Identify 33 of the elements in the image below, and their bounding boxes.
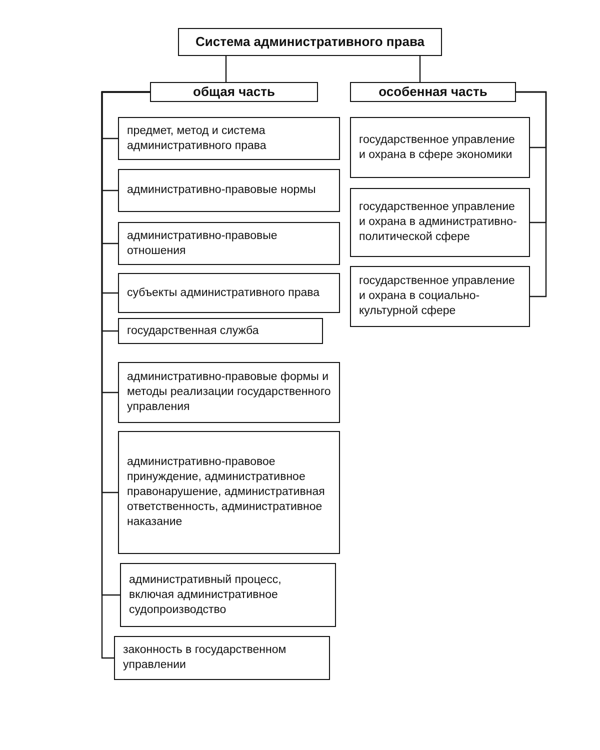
topic-box	[118, 362, 340, 423]
topic-text: государственное управление и охрана в социально-культурной сфере	[359, 274, 516, 319]
topic-text: административно-правовое принуждение, административное правонарушение, административная ответственность, административное наказание	[127, 455, 326, 530]
connector-line	[516, 91, 547, 298]
topic-text: административно-правовые нормы	[127, 183, 317, 198]
topic-box	[350, 188, 530, 257]
topic-box	[120, 563, 336, 627]
topic-text: государственная служба	[127, 324, 260, 338]
topic-box	[114, 636, 330, 680]
section-header-text: особенная часть	[378, 83, 488, 102]
topic-box	[118, 431, 340, 554]
topic-text: субъекты административного права	[127, 286, 321, 300]
title-box	[178, 28, 442, 56]
topic-box	[118, 117, 340, 160]
title-text: Система административного права	[194, 33, 426, 52]
topic-box	[118, 273, 340, 313]
topic-text: административно-правовые формы и методы реализации государственного управления	[127, 370, 331, 415]
topic-text: административно-правовые отношения	[127, 228, 278, 258]
section-header-text: общая часть	[192, 83, 276, 102]
connector-line	[419, 56, 421, 82]
topic-text: государственное управление и охрана в сфере экономики	[359, 132, 516, 162]
topic-box	[350, 117, 530, 178]
topic-box	[350, 266, 530, 327]
topic-text: законность в государственном управлении	[123, 643, 288, 673]
connector-line	[225, 56, 227, 82]
topic-box	[118, 169, 340, 212]
topic-text: административный процесс, включая административное судопроизводство	[129, 572, 282, 618]
topic-text: государственное управление и охрана в административно-политической сфере	[359, 200, 518, 245]
topic-text: предмет, метод и система административного права	[127, 124, 268, 154]
section-header-box	[350, 82, 516, 102]
topic-box	[118, 318, 323, 344]
section-header-box	[150, 82, 318, 102]
topic-box	[118, 222, 340, 265]
